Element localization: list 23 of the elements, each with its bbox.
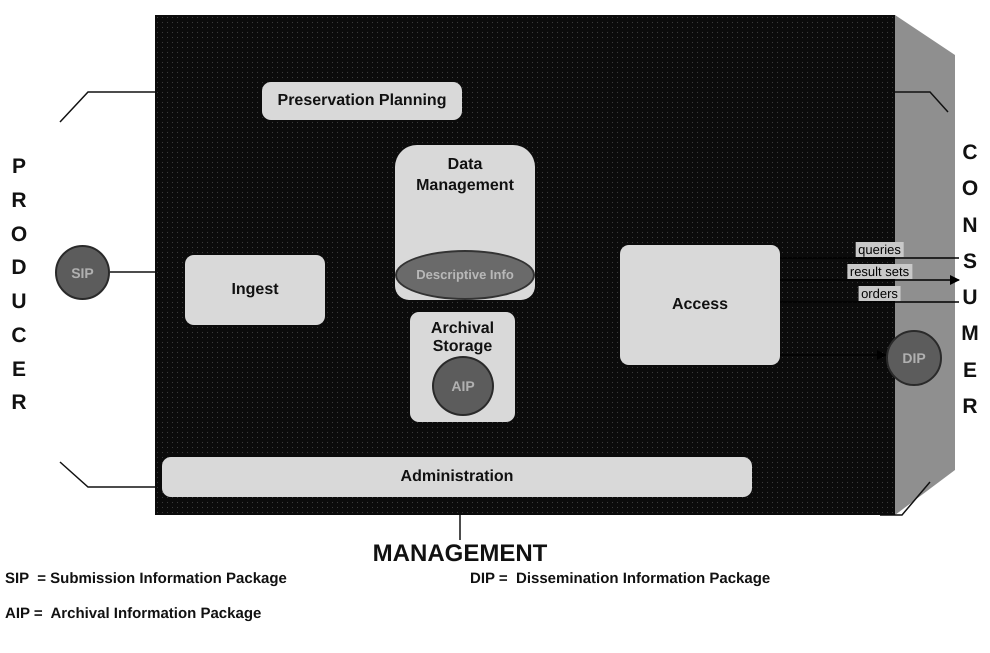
abbreviation-note: SIP = Submission Information Package	[5, 570, 287, 587]
vertical-label: PRODUCER	[8, 150, 30, 420]
vertical-label: CONSUMER	[959, 135, 981, 425]
edge-label: orders	[858, 286, 901, 301]
connector-line	[780, 257, 959, 259]
function-box: Administration	[162, 457, 752, 497]
connector-line	[780, 301, 959, 303]
arrow	[780, 275, 960, 285]
connector-line	[110, 271, 155, 273]
package-circle: AIP	[432, 356, 494, 416]
function-box: Ingest	[185, 255, 325, 325]
function-box: Preservation Planning	[262, 82, 462, 120]
connector-line	[459, 515, 461, 540]
function-box: Archival Storage AIP	[410, 312, 515, 422]
abbreviation-note: AIP = Archival Information Package	[5, 605, 262, 622]
package-circle: SIP	[55, 245, 110, 300]
edge-label: result sets	[846, 264, 912, 279]
arrow	[780, 350, 887, 360]
function-box: Access	[620, 245, 780, 365]
catalog-ellipse: Descriptive Info	[395, 250, 535, 300]
edge-label: queries	[855, 242, 904, 257]
database-box: Data Management Descriptive Info	[395, 145, 535, 300]
abbreviation-note: DIP = Dissemination Information Package	[470, 570, 770, 587]
